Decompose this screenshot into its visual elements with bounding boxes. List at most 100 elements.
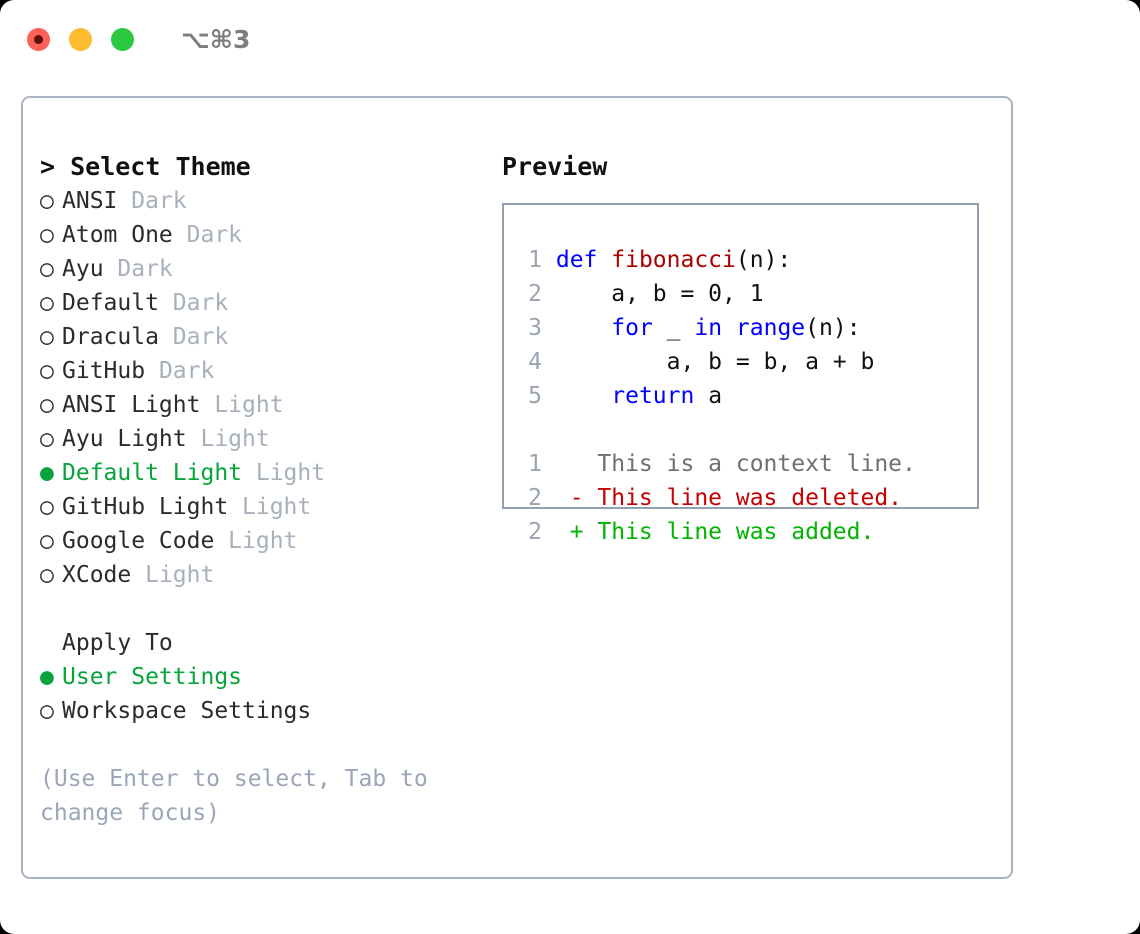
apply-to-option[interactable]: ○Workspace Settings <box>40 694 490 728</box>
theme-option[interactable]: ○ Default Dark <box>40 286 490 320</box>
theme-option-label: Default <box>62 290 159 316</box>
theme-option-label: Google Code <box>62 528 215 554</box>
theme-option-variant-tag: Dark <box>145 358 215 384</box>
theme-option-variant-tag: Light <box>200 392 284 418</box>
radio-unselected-icon: ○ <box>40 562 54 588</box>
theme-option[interactable]: ○Ayu Light Light <box>40 422 490 456</box>
line-number: 2 <box>528 281 542 307</box>
theme-option[interactable]: ○GitHub Dark <box>40 354 490 388</box>
apply-to-option[interactable]: ● User Settings <box>40 660 490 694</box>
spacer <box>40 728 490 762</box>
line-number: 2 <box>528 485 542 511</box>
apply-to-option-list[interactable]: ● User Settings ○Workspace Settings <box>40 660 490 728</box>
line-number: 3 <box>528 315 542 341</box>
theme-option-variant-tag: Light <box>228 494 312 520</box>
theme-option-variant-tag: Light <box>186 426 270 452</box>
main-panel: > Select Theme ○ANSI Dark○Atom One Dark○… <box>21 96 1013 879</box>
theme-option[interactable]: ○ANSI Dark <box>40 184 490 218</box>
theme-option[interactable]: ○ GitHub Light Light <box>40 490 490 524</box>
radio-unselected-icon: ○ <box>40 188 54 214</box>
spacer <box>40 592 490 626</box>
code-token: a, b = b, a + b <box>555 349 875 375</box>
radio-unselected-icon: ○ <box>40 358 54 384</box>
theme-selection-column: > Select Theme ○ANSI Dark○Atom One Dark○… <box>40 150 490 830</box>
theme-option-variant-tag: Light <box>242 460 326 486</box>
theme-option[interactable]: ○XCode Light <box>40 558 490 592</box>
code-token: a, b = 0, 1 <box>555 281 764 307</box>
diff-marker: - <box>542 485 598 511</box>
theme-option-label: Default Light <box>62 460 243 486</box>
preview-heading: Preview <box>502 152 608 181</box>
code-gutter-space <box>542 315 556 341</box>
code-gutter-space <box>542 281 556 307</box>
code-token: range <box>735 315 806 341</box>
theme-option-list[interactable]: ○ ANSI Dark ○ Atom One Dark ○ Ayu Dark ○ Defaul… <box>40 184 490 592</box>
diff-text: This is a context line. <box>597 451 916 477</box>
theme-option[interactable]: ○ANSI Light Light <box>40 388 490 422</box>
code-line: 3 for _ in range(n): <box>520 311 916 345</box>
minimize-button-icon[interactable] <box>69 27 92 51</box>
diff-line: 1 This is a context line. <box>520 447 916 481</box>
radio-unselected-icon: ○ <box>40 222 54 248</box>
keyboard-hint-text: (Use Enter to select, Tab to change focu… <box>40 766 442 826</box>
theme-option-label: GitHub Light <box>62 494 229 520</box>
close-button-icon[interactable] <box>27 27 50 51</box>
code-token: in <box>694 315 723 341</box>
code-line: 2 a, b = 0, 1 <box>520 277 916 311</box>
code-line: 4 a, b = b, a + b <box>520 345 916 379</box>
line-number: 2 <box>528 519 542 545</box>
code-token: fibonacci <box>611 247 736 273</box>
theme-option-variant-tag: Dark <box>172 222 243 248</box>
theme-option-label: XCode <box>62 562 132 588</box>
theme-option[interactable]: ○ Google Code Light <box>40 524 490 558</box>
apply-to-option-label: User Settings <box>62 664 243 690</box>
code-gutter-space <box>542 349 556 375</box>
radio-unselected-icon: ○ <box>40 256 54 282</box>
code-line: 5 return a <box>520 379 916 413</box>
zoom-button-icon[interactable] <box>111 27 134 51</box>
radio-selected-icon: ● <box>40 664 54 690</box>
theme-option-label: ANSI <box>62 188 118 214</box>
code-token: a <box>694 383 723 409</box>
theme-option-variant-tag: Dark <box>158 324 229 350</box>
diff-marker: + <box>542 519 598 545</box>
theme-option-label: Ayu <box>62 256 104 282</box>
radio-unselected-icon: ○ <box>40 426 54 452</box>
diff-line: 2 + This line was added. <box>520 515 916 549</box>
diff-line: 2 - This line was deleted. <box>520 481 916 515</box>
keyboard-shortcut-label: ⌥⌘3 <box>181 24 251 54</box>
theme-option[interactable]: ○ Dracula Dark <box>40 320 490 354</box>
theme-option[interactable]: ○ Atom One Dark <box>40 218 490 252</box>
traffic-lights <box>27 27 134 51</box>
theme-option-label: Atom One <box>62 222 173 248</box>
code-diff-separator <box>520 413 916 447</box>
diff-text: This line was deleted. <box>597 485 903 511</box>
code-line: 1 def fibonacci(n): <box>520 243 916 277</box>
radio-unselected-icon: ○ <box>40 324 54 350</box>
code-token: return <box>611 383 695 409</box>
theme-option-variant-tag: Light <box>214 528 298 554</box>
theme-option[interactable]: ○Ayu Dark <box>40 252 490 286</box>
radio-unselected-icon: ○ <box>40 290 54 316</box>
preview-column: Preview <box>502 150 992 184</box>
line-number: 5 <box>528 383 542 409</box>
code-token: (n): <box>805 315 861 341</box>
code-token: _ <box>652 315 695 341</box>
radio-unselected-icon: ○ <box>40 392 54 418</box>
theme-option[interactable]: ●Default Light Light <box>40 456 490 490</box>
code-token <box>556 315 611 341</box>
theme-option-variant-tag: Dark <box>158 290 229 316</box>
code-token: def <box>555 247 612 273</box>
line-number: 1 <box>528 247 542 273</box>
code-token <box>556 383 611 409</box>
code-gutter-space <box>542 383 556 409</box>
theme-option-label: Dracula <box>62 324 159 350</box>
code-token: for <box>611 315 653 341</box>
select-theme-heading: > Select Theme <box>40 152 251 181</box>
radio-unselected-icon: ○ <box>40 494 54 520</box>
radio-unselected-icon: ○ <box>40 528 54 554</box>
diff-text: This line was added. <box>597 519 875 545</box>
